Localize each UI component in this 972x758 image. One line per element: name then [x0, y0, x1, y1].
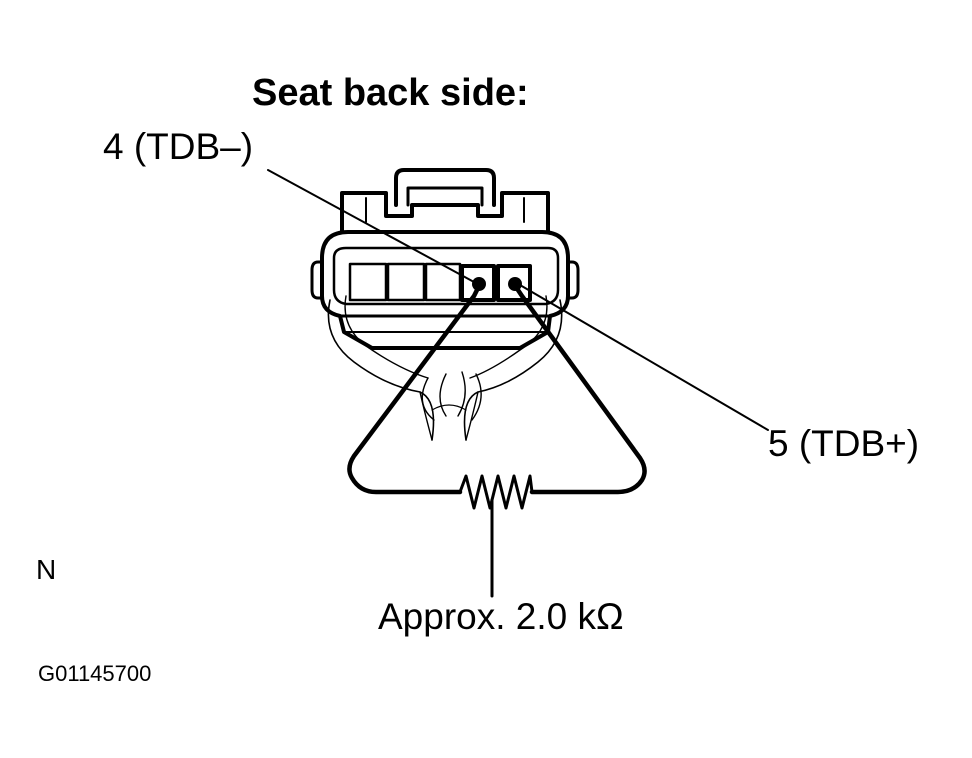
- corner-mark: N: [36, 554, 57, 585]
- leader-line-pin-4: [267, 169, 475, 283]
- resistor-zigzag: [458, 474, 534, 510]
- cavity-3: [424, 262, 462, 302]
- pin-4-label: 4 (TDB–): [103, 126, 254, 167]
- resistor-icon: [347, 281, 647, 598]
- cavity-2: [386, 262, 426, 302]
- probe-lead-left: [347, 281, 483, 495]
- figure-code: G01145700: [38, 661, 152, 686]
- leader-line-pin-5: [519, 284, 769, 431]
- terminal-5: [496, 264, 532, 302]
- pin-5-label: 5 (TDB+): [768, 423, 920, 464]
- terminal-4: [460, 264, 496, 302]
- diagram-title: Seat back side:: [252, 72, 529, 114]
- cavity-1: [348, 262, 388, 302]
- probe-lead-right: [511, 281, 647, 495]
- terminal-4-contact: [472, 277, 486, 291]
- wire-harness: [327, 299, 435, 441]
- terminal-5-contact: [508, 277, 522, 291]
- connector-body: [320, 230, 570, 350]
- connector-latch: [394, 168, 496, 207]
- connector-icon: [310, 168, 580, 441]
- resistance-label: Approx. 2.0 kΩ: [378, 596, 624, 637]
